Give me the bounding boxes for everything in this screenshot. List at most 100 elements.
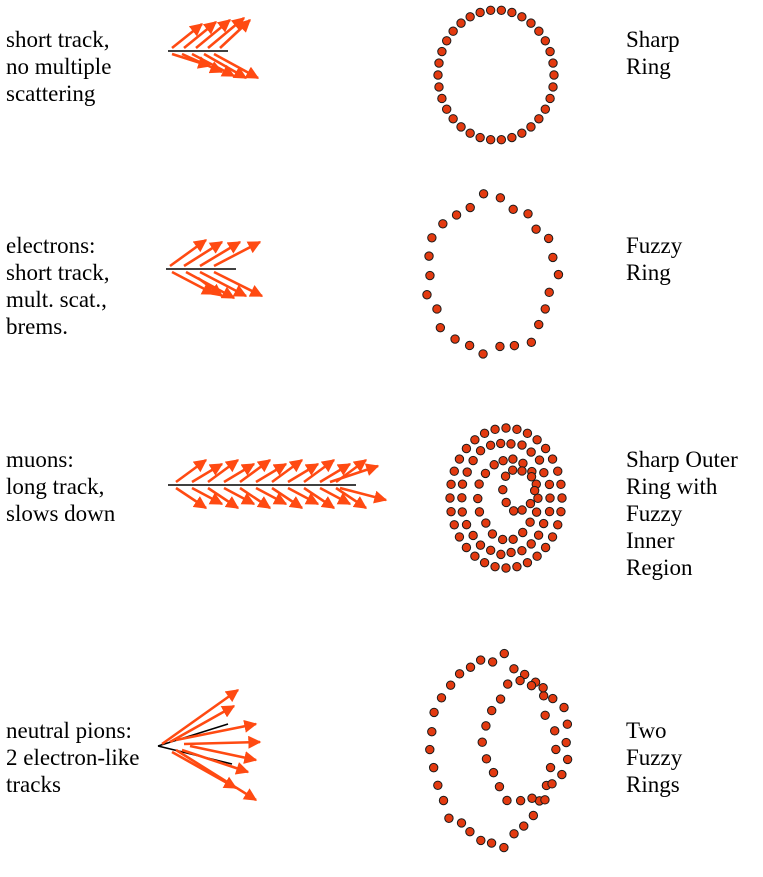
row3-ring-dot — [526, 472, 537, 482]
row3-ring-dot — [526, 539, 536, 549]
row3-arrow-up — [329, 463, 380, 484]
row3-ring-dot — [498, 484, 508, 495]
row4-ring-dot — [428, 762, 439, 773]
row3-ring-dot — [506, 547, 516, 558]
row3-ring-dot — [533, 530, 544, 540]
row2-arrow-up — [183, 240, 224, 268]
row4-ring-dot — [548, 693, 558, 704]
row4-ring-dot — [502, 795, 512, 806]
row2-ring-line1: Fuzzy — [626, 233, 683, 258]
row4-ring-dot — [557, 769, 567, 780]
row1-desc-line3: scattering — [6, 81, 96, 106]
row1-ring-dot — [496, 135, 507, 145]
row3-ring-dot — [474, 507, 485, 517]
row2-ring-dot — [465, 202, 475, 213]
row1-ring-dot — [434, 58, 444, 68]
row2-ring-dot — [478, 189, 489, 199]
row3-ring-dot — [517, 466, 527, 476]
row3-ring-dot — [462, 467, 472, 477]
row2-ring-dot — [508, 204, 518, 215]
row3-ring-dot — [468, 530, 478, 541]
row2-ring-dot — [425, 270, 435, 281]
row4-arrow — [175, 719, 258, 742]
row3-ring-dot — [487, 529, 498, 539]
row1-ring-dot — [456, 18, 466, 28]
row3-ring-dot — [446, 479, 456, 490]
row3-ring-dot — [446, 506, 456, 517]
row1-ring-dot — [540, 104, 551, 114]
row4-ring-dot — [527, 793, 537, 803]
row3-ring-dot — [508, 465, 518, 475]
row3-arrow-up — [175, 458, 208, 484]
row3-ring-dot — [480, 468, 491, 479]
row3-ring-dot — [540, 443, 551, 454]
row3-description: muons: long track, slows down — [6, 446, 115, 527]
row3-ring-dot — [445, 493, 455, 503]
row3-ring-dot — [547, 532, 558, 542]
row4-ring-line3: Rings — [626, 772, 680, 797]
row4-ring-dot — [519, 821, 529, 831]
row3-arrow-down — [339, 486, 388, 504]
row1-ring-dot — [485, 135, 496, 145]
row4-ring-dot — [550, 726, 560, 736]
row3-ring-dot — [518, 458, 528, 468]
row1-desc-line1: short track, — [6, 27, 110, 52]
row3-ring-line3: Fuzzy — [626, 501, 683, 526]
row3-ring-dot — [496, 549, 506, 560]
row3-ring-dot — [532, 551, 542, 561]
row3-ring-dot — [485, 440, 496, 451]
row3-desc-line3: slows down — [6, 501, 116, 526]
row1-ring-dot — [475, 7, 485, 18]
row4-ring-dot — [433, 780, 443, 790]
row3-ring-dot — [545, 493, 555, 503]
row3-ring-dot — [501, 423, 511, 433]
row1-ring-line2: Ring — [626, 54, 671, 79]
row3-ring-dot — [531, 507, 542, 517]
row2-arrow-up — [169, 238, 208, 268]
row3-arrow-down — [239, 486, 272, 510]
row3-ring-dot — [498, 456, 508, 466]
row1-ring-dot — [517, 128, 527, 138]
row4-ring-dot — [438, 795, 449, 806]
row4-ring-dot — [528, 810, 539, 821]
row4-ring-dot — [494, 781, 505, 792]
row3-ring-dot — [475, 540, 486, 550]
row3-ring-dot — [547, 454, 558, 464]
row1-desc-line2: no multiple — [6, 54, 112, 79]
row1-arrow-up — [171, 22, 204, 50]
row1-ring-dot — [485, 5, 496, 15]
row3-ring-dot — [449, 466, 459, 476]
row2-ring-dot — [523, 209, 533, 219]
row3-ring-dot — [479, 428, 490, 439]
row4-ring-dot — [481, 721, 491, 731]
row3-ring-dot — [490, 424, 500, 435]
row3-ring-dot — [457, 507, 467, 517]
row2-ring-dot — [464, 340, 475, 351]
row3-ring-dot — [501, 563, 511, 573]
row3-ring-dot — [526, 447, 536, 457]
row4-ring-dot — [487, 705, 497, 716]
row3-ring-dot — [533, 493, 543, 503]
row1-ring-label: Sharp Ring — [626, 26, 680, 80]
row4-ring-dot — [499, 842, 509, 853]
row1-ring-dot — [545, 46, 555, 57]
row3-ring-dot — [517, 546, 527, 556]
row4-ring-dot — [475, 655, 486, 665]
row2-ring-dot — [438, 219, 448, 229]
row3-ring-dot — [461, 443, 472, 454]
row3-ring-dot — [532, 435, 542, 445]
row4-ring-dot — [561, 737, 571, 748]
row1-ring-dot — [549, 70, 559, 80]
row4-desc-line3: tracks — [6, 772, 61, 797]
row3-ring-dot — [501, 497, 511, 508]
row4-ring-dot — [427, 726, 437, 737]
row1-arrow-down — [213, 52, 260, 80]
row1-ring-dot — [465, 12, 475, 22]
row4-arrow — [169, 704, 236, 744]
row3-ring-dot — [556, 506, 566, 517]
row4-ring-line1: Two — [626, 718, 667, 743]
row1-arrow-down — [181, 52, 224, 74]
row2-ring-line2: Ring — [626, 260, 671, 285]
row1-ring-dot — [526, 18, 536, 28]
row2-arrow-down — [197, 276, 224, 298]
